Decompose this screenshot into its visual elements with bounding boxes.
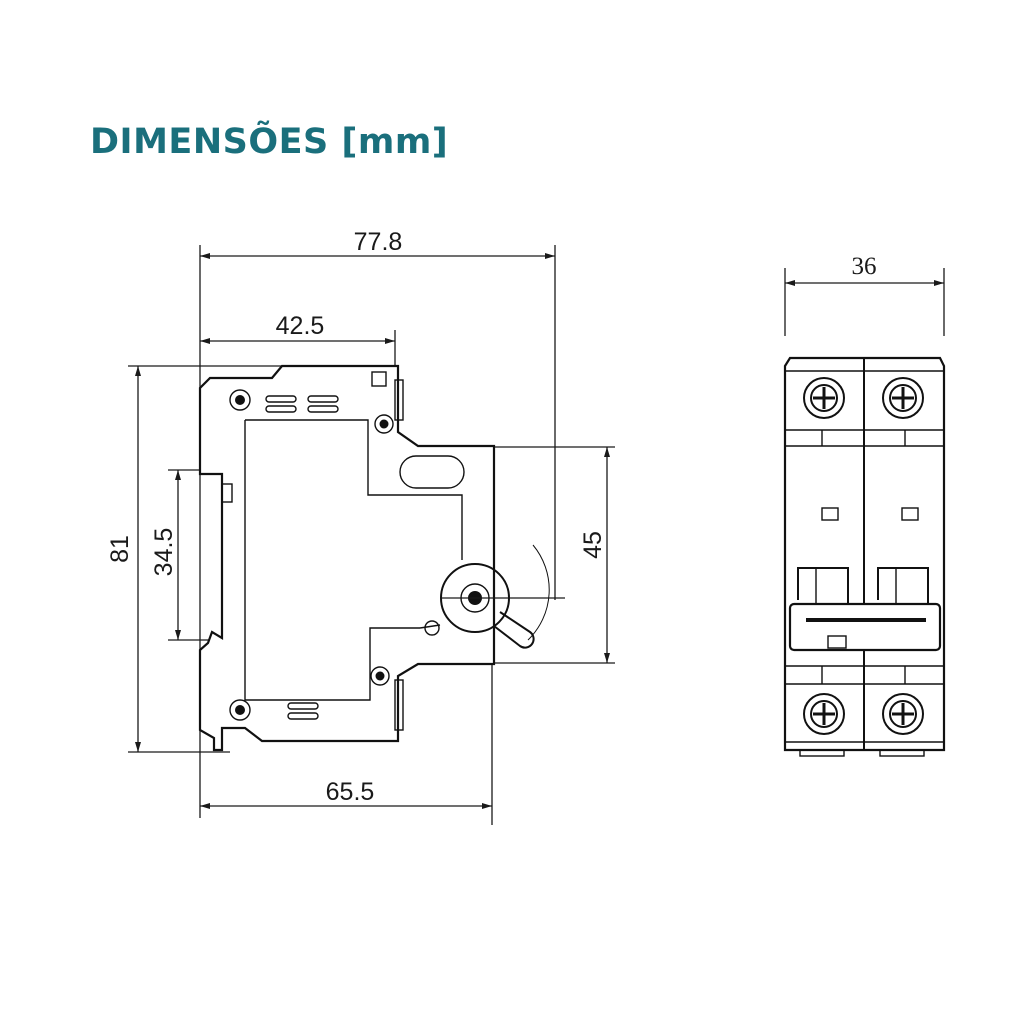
dim-height: 81 xyxy=(106,535,134,563)
terminal-screw-icon xyxy=(803,377,845,419)
vent-slots xyxy=(265,395,339,720)
side-view: 77.8 42.5 65.5 81 34.5 45 xyxy=(106,228,615,825)
dim-rail-height: 34.5 xyxy=(150,528,178,577)
toggle-handle xyxy=(788,567,942,652)
terminal-screw-icon xyxy=(803,693,845,735)
toggle-knob xyxy=(440,544,565,649)
front-view: 36 xyxy=(783,253,946,757)
dim-overall-depth: 77.8 xyxy=(354,228,403,256)
dim-front-depth: 42.5 xyxy=(276,312,325,340)
breaker-body-side xyxy=(198,364,496,752)
terminal-screw-icon xyxy=(882,377,924,419)
page-title: DIMENSÕES [mm] xyxy=(90,122,449,162)
screw-hole xyxy=(229,389,440,721)
terminal-screw-icon xyxy=(882,693,924,735)
dim-width: 36 xyxy=(852,253,877,280)
dim-front-height: 45 xyxy=(579,531,607,559)
dim-body-depth: 65.5 xyxy=(326,778,375,806)
